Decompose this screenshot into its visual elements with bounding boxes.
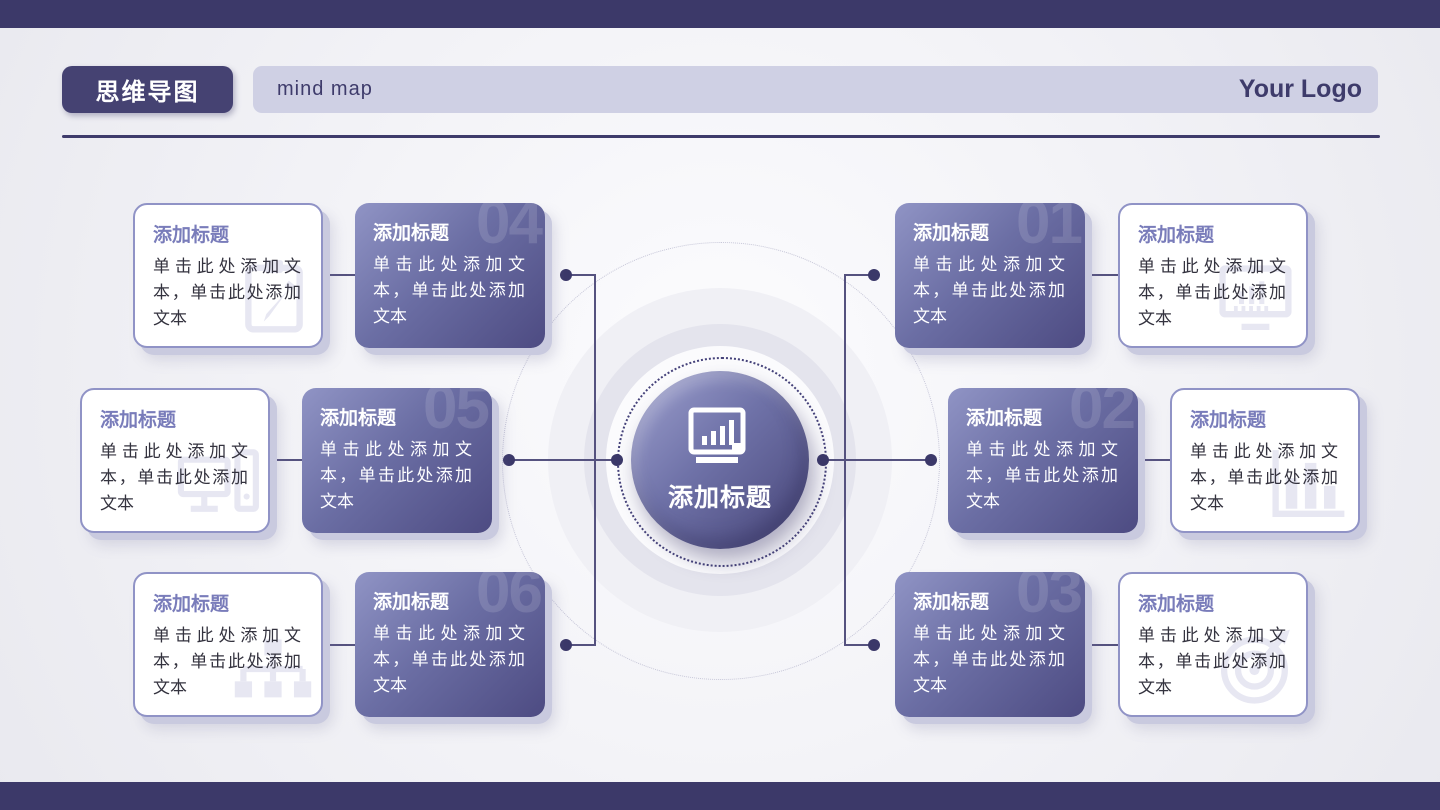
right-outer-card-1: 添加标题 单击此处添加文本，单击此处添加文本 — [1118, 203, 1308, 348]
outer-dotted-ring — [502, 242, 940, 680]
connector-line — [270, 459, 303, 461]
card-title: 添加标题 — [320, 408, 397, 429]
card-number: 04 — [476, 203, 543, 257]
connector-line — [322, 644, 356, 646]
left-outer-card-2: 添加标题 单击此处添加文本，单击此处添加文本 — [80, 388, 270, 533]
logo-text: Your Logo — [1238, 75, 1362, 103]
connector-line — [1084, 644, 1119, 646]
card-body: 单击此处添加文本，单击此处添加文本 — [373, 255, 525, 326]
connector-line — [322, 274, 356, 276]
connector-line — [509, 459, 619, 461]
right-outer-card-3: 添加标题 单击此处添加文本，单击此处添加文本 — [1118, 572, 1308, 717]
monitor-bar-chart-icon — [687, 407, 753, 470]
target-icon — [1214, 624, 1300, 711]
right-inner-card-01: 01 添加标题 单击此处添加文本，单击此处添加文本 — [895, 203, 1085, 348]
connector-dot — [868, 639, 880, 651]
connector-line — [845, 644, 875, 646]
card-title: 添加标题 — [913, 592, 990, 613]
card-number: 03 — [1016, 572, 1083, 626]
connector-line — [845, 274, 875, 276]
left-outer-card-1: 添加标题 单击此处添加文本，单击此处添加文本 — [133, 203, 323, 348]
sitemap-icon — [231, 632, 315, 711]
connector-dot — [560, 269, 572, 281]
page-title: 思维导图 — [95, 79, 200, 106]
card-title: 添加标题 — [913, 223, 990, 244]
card-body: 单击此处添加文本，单击此处添加文本 — [1190, 442, 1338, 513]
header-divider — [62, 135, 1380, 138]
card-title: 添加标题 — [966, 408, 1043, 429]
connector-line — [566, 274, 596, 276]
connector-line — [566, 644, 596, 646]
connector-line — [1084, 274, 1119, 276]
monitor-chart-icon — [1216, 261, 1300, 342]
card-body: 单击此处添加文本，单击此处添加文本 — [153, 257, 301, 328]
card-title: 添加标题 — [373, 223, 450, 244]
card-title: 添加标题 — [100, 410, 177, 431]
right-inner-card-03: 03 添加标题 单击此处添加文本，单击此处添加文本 — [895, 572, 1085, 717]
card-number: 05 — [423, 388, 490, 442]
card-number: 06 — [476, 572, 543, 626]
card-title: 添加标题 — [373, 592, 450, 613]
card-body: 单击此处添加文本，单击此处添加文本 — [913, 255, 1065, 326]
connector-dot — [868, 269, 880, 281]
card-body: 单击此处添加文本，单击此处添加文本 — [320, 440, 472, 511]
card-title: 添加标题 — [1138, 594, 1215, 615]
card-title: 添加标题 — [153, 225, 230, 246]
desktop-computer-icon — [176, 444, 262, 527]
connector-dot — [503, 454, 515, 466]
left-inner-card-06: 06 添加标题 单击此处添加文本，单击此处添加文本 — [355, 572, 545, 717]
title-badge: 思维导图 — [62, 66, 233, 113]
header-band: mind map Your Logo — [253, 66, 1378, 113]
bar-chart-icon — [1268, 442, 1352, 527]
card-body: 单击此处添加文本，单击此处添加文本 — [913, 624, 1065, 695]
card-body: 单击此处添加文本，单击此处添加文本 — [373, 624, 525, 695]
connector-line — [822, 459, 932, 461]
card-body: 单击此处添加文本，单击此处添加文本 — [153, 626, 301, 697]
connector-dot — [560, 639, 572, 651]
connector-dot — [817, 454, 829, 466]
card-body: 单击此处添加文本，单击此处添加文本 — [1138, 626, 1286, 697]
connector-line — [1137, 459, 1171, 461]
card-body: 单击此处添加文本，单击此处添加文本 — [100, 442, 248, 513]
central-node-title: 添加标题 — [667, 483, 772, 512]
bottom-edge-bar — [0, 782, 1440, 810]
left-inner-card-04: 04 添加标题 单击此处添加文本，单击此处添加文本 — [355, 203, 545, 348]
left-inner-card-05: 05 添加标题 单击此处添加文本，单击此处添加文本 — [302, 388, 492, 533]
card-body: 单击此处添加文本，单击此处添加文本 — [966, 440, 1118, 511]
card-title: 添加标题 — [1190, 410, 1267, 431]
card-title: 添加标题 — [153, 594, 230, 615]
card-body: 单击此处添加文本，单击此处添加文本 — [1138, 257, 1286, 328]
connector-dot — [611, 454, 623, 466]
top-edge-bar — [0, 0, 1440, 28]
card-number: 02 — [1069, 388, 1136, 442]
left-outer-card-3: 添加标题 单击此处添加文本，单击此处添加文本 — [133, 572, 323, 717]
right-outer-card-2: 添加标题 单击此处添加文本，单击此处添加文本 — [1170, 388, 1360, 533]
subtitle-text: mind map — [277, 78, 373, 100]
card-number: 01 — [1016, 203, 1083, 257]
right-inner-card-02: 02 添加标题 单击此处添加文本，单击此处添加文本 — [948, 388, 1138, 533]
connector-dot — [925, 454, 937, 466]
central-node: 添加标题 — [631, 371, 809, 549]
clipboard-pen-icon — [233, 255, 315, 342]
card-title: 添加标题 — [1138, 225, 1215, 246]
